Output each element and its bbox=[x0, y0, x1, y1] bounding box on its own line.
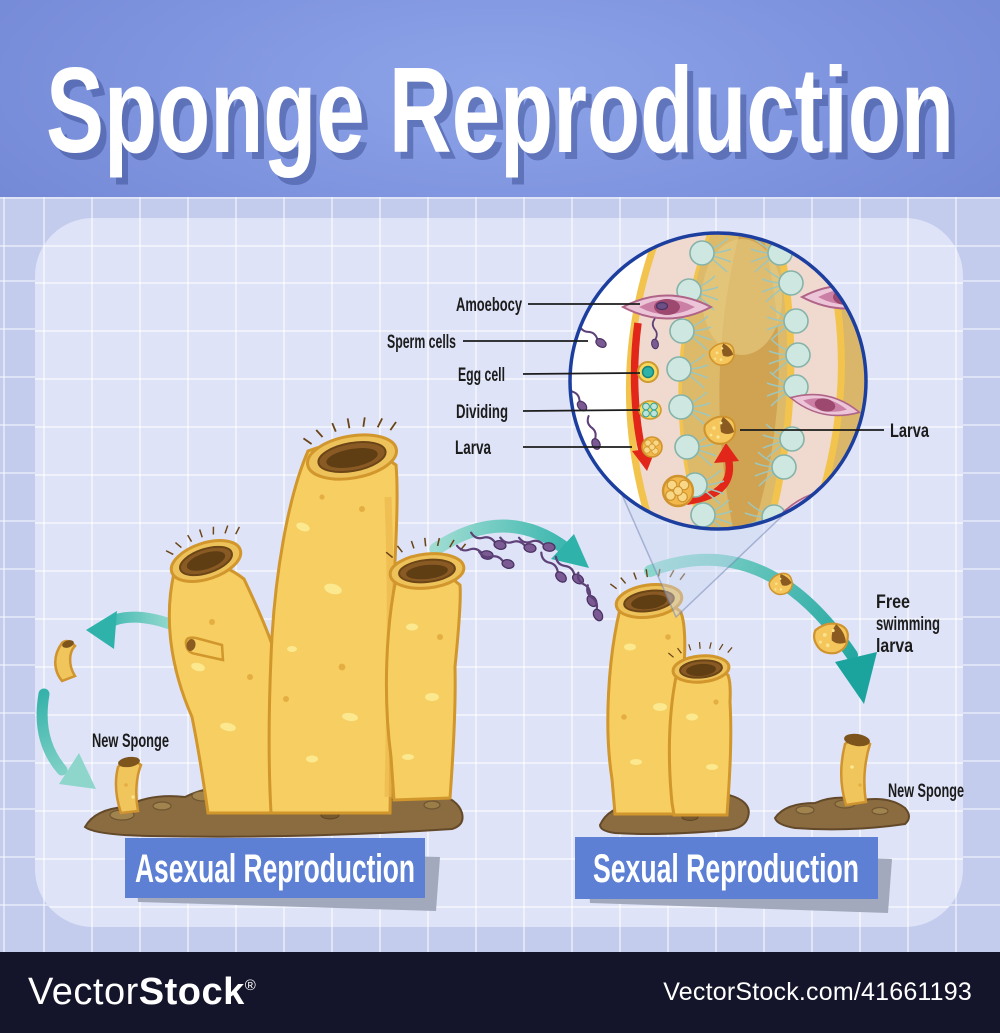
morula-ball bbox=[661, 474, 695, 508]
sexual-banner: Sexual Reproduction bbox=[575, 837, 892, 913]
sponge-tube-sexual-second bbox=[667, 638, 734, 817]
sponge-tube-sexual-main bbox=[606, 563, 687, 816]
title-graphic: Sponge Reproduction Sponge Reproduction bbox=[46, 42, 960, 185]
asexual-banner: Asexual Reproduction bbox=[125, 838, 440, 911]
diagram-area: New Sponge bbox=[0, 197, 1000, 952]
larva-interior-target bbox=[703, 415, 737, 445]
header-banner: Sponge Reproduction Sponge Reproduction bbox=[0, 0, 1000, 197]
registered-mark: ® bbox=[244, 977, 257, 994]
sponge-tube-right bbox=[384, 532, 467, 802]
logo-stock-text: Stock bbox=[138, 971, 245, 1013]
sperm-trail bbox=[454, 531, 607, 624]
asexual-settle-arrow bbox=[36, 688, 96, 789]
egg-cell bbox=[637, 361, 659, 383]
asexual-banner-label: Asexual Reproduction bbox=[135, 847, 415, 891]
free-swimming-larva-label-line2: swimming bbox=[876, 614, 940, 635]
sperm-cells-label: Sperm cells bbox=[387, 332, 456, 353]
sponge-tube-left bbox=[162, 516, 300, 815]
sexual-banner-label: Sexual Reproduction bbox=[593, 847, 859, 891]
new-sponge-sexual bbox=[840, 733, 872, 807]
vectorstock-url: VectorStock.com/41661193 bbox=[663, 978, 972, 1006]
amoebocyte-right-mid bbox=[788, 393, 862, 417]
sponge-bud-fragment bbox=[54, 639, 77, 683]
dividing-label: Dividing bbox=[456, 402, 508, 423]
free-swimming-larva-label-line3: larva bbox=[876, 636, 913, 657]
dividing-cells bbox=[638, 400, 662, 420]
sponge-tube-middle bbox=[267, 409, 399, 815]
watermark-bar: VectorStock® VectorStock.com/41661193 bbox=[0, 952, 1000, 1033]
free-swimming-larva-label-line1: Free bbox=[876, 592, 910, 613]
sperm-release-arrow bbox=[429, 519, 589, 568]
asexual-sponge-colony: New Sponge bbox=[83, 409, 467, 838]
new-sponge-label-sexual: New Sponge bbox=[888, 781, 964, 802]
larva-exit-arrow bbox=[684, 443, 739, 505]
amoebocyte-left bbox=[620, 294, 714, 320]
sexual-sponge-colony: Free swimming larva New Sponge bbox=[598, 553, 964, 835]
amoebocy-label: Amoebocy bbox=[456, 295, 522, 316]
larva-left-label: Larva bbox=[455, 438, 491, 459]
larva-ball bbox=[641, 436, 663, 458]
page-title-shadow: Sponge Reproduction bbox=[52, 49, 960, 185]
asexual-budding-arrow bbox=[86, 611, 184, 649]
egg-cell-label: Egg cell bbox=[458, 365, 505, 386]
magnifier-ring bbox=[568, 231, 868, 531]
sponge-bud-branch bbox=[184, 636, 225, 662]
page-title: Sponge Reproduction bbox=[46, 42, 954, 178]
magnified-inset bbox=[568, 231, 868, 531]
sponge-wall-cross-section bbox=[570, 233, 866, 529]
sponge-diagram: New Sponge bbox=[36, 231, 964, 913]
seabed-new-sponge bbox=[773, 796, 910, 831]
larva-right-label: Larva bbox=[890, 421, 929, 442]
vectorstock-logo: VectorStock® bbox=[28, 971, 256, 1014]
logo-vector-text: Vector bbox=[28, 971, 139, 1013]
inset-labels bbox=[463, 303, 884, 448]
new-sponge-label-asexual: New Sponge bbox=[92, 731, 169, 752]
new-sponge-asexual bbox=[114, 756, 143, 815]
